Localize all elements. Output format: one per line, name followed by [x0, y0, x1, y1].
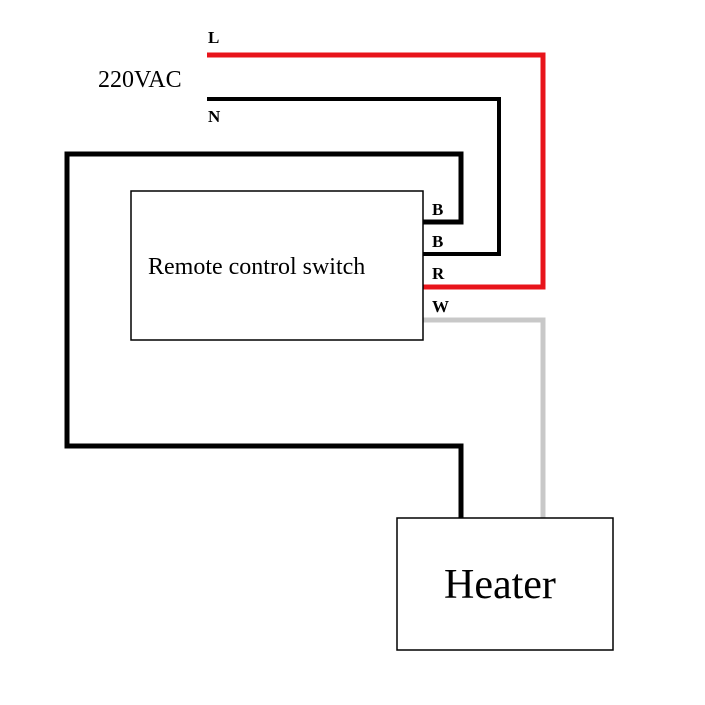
voltage-label: 220VAC: [98, 67, 182, 93]
neutral-label: N: [208, 107, 221, 126]
switch-label: Remote control switch: [148, 254, 365, 280]
remote-control-switch-box: [130, 190, 424, 341]
loop-wire: [64, 151, 464, 518]
terminal-label-w: W: [432, 297, 450, 316]
heater-box: [396, 517, 614, 651]
terminal-label-b2: B: [432, 232, 444, 251]
line-wire: [207, 52, 546, 290]
output-wire: [423, 317, 546, 518]
neutral-wire: [207, 97, 501, 256]
line-label: L: [208, 28, 220, 47]
heater-label: Heater: [444, 562, 556, 608]
terminal-label-b1: B: [432, 200, 444, 219]
terminal-label-r: R: [432, 264, 445, 283]
